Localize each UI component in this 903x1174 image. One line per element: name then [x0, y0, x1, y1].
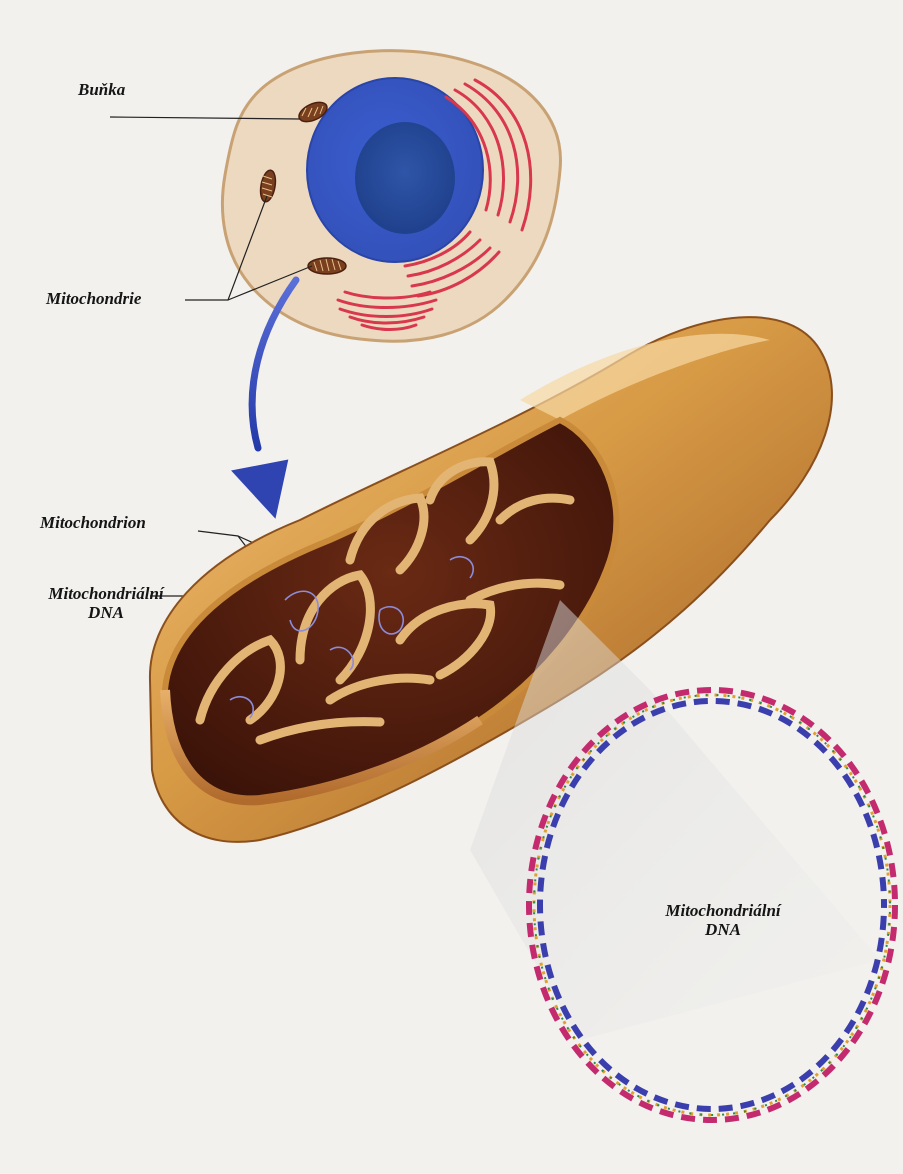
label-cell: Buňka	[78, 80, 125, 99]
label-mtdna-left-line2: DNA	[36, 603, 176, 622]
label-mtdna-left-line1: Mitochondriální	[36, 584, 176, 603]
label-mtdna-ring: Mitochondriální DNA	[648, 901, 798, 939]
label-mitochondria: Mitochondrie	[46, 289, 141, 308]
cell	[222, 51, 560, 342]
nucleolus	[355, 122, 455, 234]
label-mtdna-ring-line2: DNA	[648, 920, 798, 939]
cell-mitochondrion-3	[308, 258, 346, 274]
label-mitochondrion: Mitochondrion	[40, 513, 146, 532]
label-mtdna-left: Mitochondriální DNA	[36, 584, 176, 622]
label-mtdna-ring-line1: Mitochondriální	[648, 901, 798, 920]
